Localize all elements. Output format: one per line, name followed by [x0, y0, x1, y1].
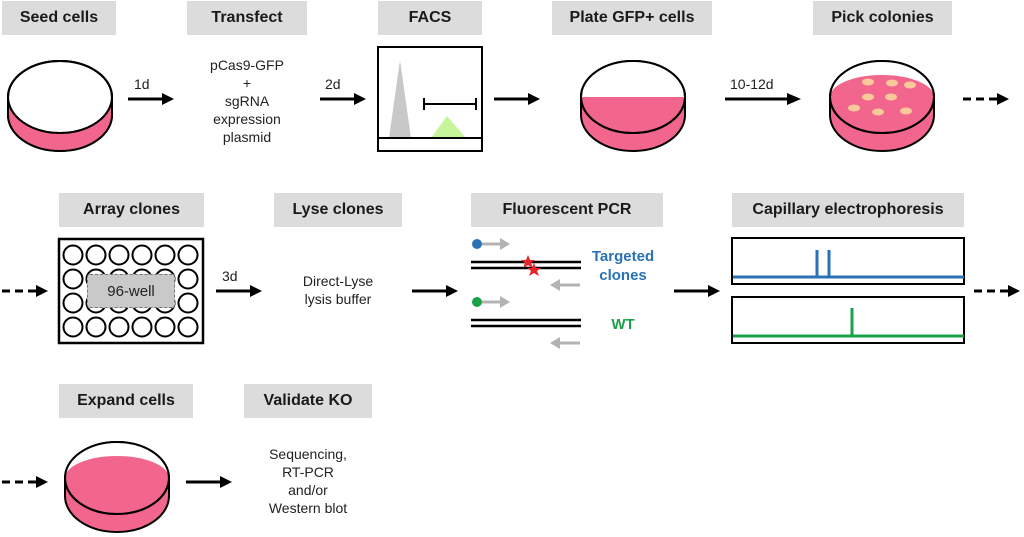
step-label-validate-ko: Validate KO — [244, 384, 372, 418]
well — [154, 316, 176, 338]
arrow-icon — [320, 93, 366, 105]
plate-label: 96-well — [87, 274, 175, 308]
well — [62, 244, 84, 266]
well — [62, 268, 84, 290]
well — [177, 316, 199, 338]
step-label-capillary-electrophoresis: Capillary electrophoresis — [732, 193, 964, 227]
well — [131, 316, 153, 338]
desc-line: Direct-Lyse — [302, 273, 374, 289]
colony — [872, 108, 884, 116]
arrow-icon — [128, 93, 174, 105]
culture-dish-icon — [7, 60, 113, 152]
dashed-arrow-icon — [963, 93, 1009, 105]
desc-line: Western blot — [268, 500, 348, 516]
desc-line: + — [242, 75, 252, 91]
desc-line: RT-PCR — [282, 464, 334, 480]
well — [62, 316, 84, 338]
colony — [862, 93, 874, 101]
lyse-description: Direct-Lyse lysis buffer — [274, 272, 402, 308]
step-label-expand-cells: Expand cells — [59, 384, 193, 418]
mutation-star-icon — [527, 263, 541, 276]
facs-histogram-icon — [377, 46, 483, 152]
culture-dish-icon — [580, 60, 686, 152]
step-label-facs: FACS — [378, 1, 482, 35]
transfect-description: pCas9-GFP + sgRNA expression plasmid — [187, 56, 307, 146]
validate-description: Sequencing, RT-PCR and/or Western blot — [244, 445, 372, 517]
well — [85, 316, 107, 338]
well — [177, 244, 199, 266]
arrow-icon — [412, 285, 458, 297]
electropherogram-wt — [731, 296, 965, 344]
dashed-arrow-icon — [974, 285, 1020, 297]
colony — [885, 93, 897, 101]
arrow-icon — [674, 285, 720, 297]
culture-dish-icon — [64, 441, 170, 533]
gfp-positive-peak — [431, 116, 466, 138]
well — [62, 292, 84, 314]
well — [85, 244, 107, 266]
colony — [862, 78, 874, 86]
step-label-lyse-clones: Lyse clones — [274, 193, 402, 227]
duration-1d: 1d — [134, 76, 150, 92]
pcr-schematic-icon — [471, 238, 581, 349]
well — [177, 268, 199, 290]
step-label-seed-cells: Seed cells — [2, 1, 116, 35]
arrow-icon — [494, 93, 540, 105]
dashed-arrow-icon — [2, 476, 48, 488]
targeted-clones-label: Targeted clones — [584, 247, 662, 285]
well — [131, 244, 153, 266]
colony — [848, 104, 860, 112]
fam-dye-dot-icon — [472, 239, 482, 249]
well — [177, 292, 199, 314]
step-label-pick-colonies: Pick colonies — [813, 1, 952, 35]
well — [108, 316, 130, 338]
step-label-transfect: Transfect — [187, 1, 307, 35]
label-line: Targeted — [591, 248, 655, 265]
desc-line: pCas9-GFP — [210, 57, 284, 73]
step-label-plate-gfp-cells: Plate GFP+ cells — [552, 1, 712, 35]
well — [154, 244, 176, 266]
desc-line: sgRNA — [224, 93, 270, 109]
well-plate: 96-well — [57, 237, 205, 345]
colony-dish-icon — [829, 60, 935, 152]
desc-line: and/or — [288, 482, 328, 498]
duration-2d: 2d — [325, 76, 341, 92]
colony — [900, 107, 912, 115]
mutation-star-icon — [521, 255, 535, 268]
well — [108, 244, 130, 266]
duration-3d: 3d — [222, 268, 238, 284]
gfp-negative-peak — [389, 60, 411, 138]
colony — [886, 79, 898, 87]
step-label-array-clones: Array clones — [59, 193, 204, 227]
step-label-fluorescent-pcr: Fluorescent PCR — [471, 193, 663, 227]
electropherogram-targeted — [731, 237, 965, 285]
arrow-icon — [186, 476, 232, 488]
arrow-icon — [216, 285, 262, 297]
wt-label: WT — [611, 316, 635, 333]
duration-10-12d: 10-12d — [730, 76, 774, 92]
colony — [904, 81, 916, 89]
desc-line: lysis buffer — [304, 291, 372, 307]
desc-line: Sequencing, — [269, 446, 347, 462]
arrow-icon — [725, 93, 801, 105]
dashed-arrow-icon — [2, 285, 48, 297]
wt-dye-dot-icon — [472, 297, 482, 307]
desc-line: expression — [213, 111, 281, 127]
desc-line: plasmid — [222, 129, 272, 145]
label-line: clones — [599, 267, 647, 284]
